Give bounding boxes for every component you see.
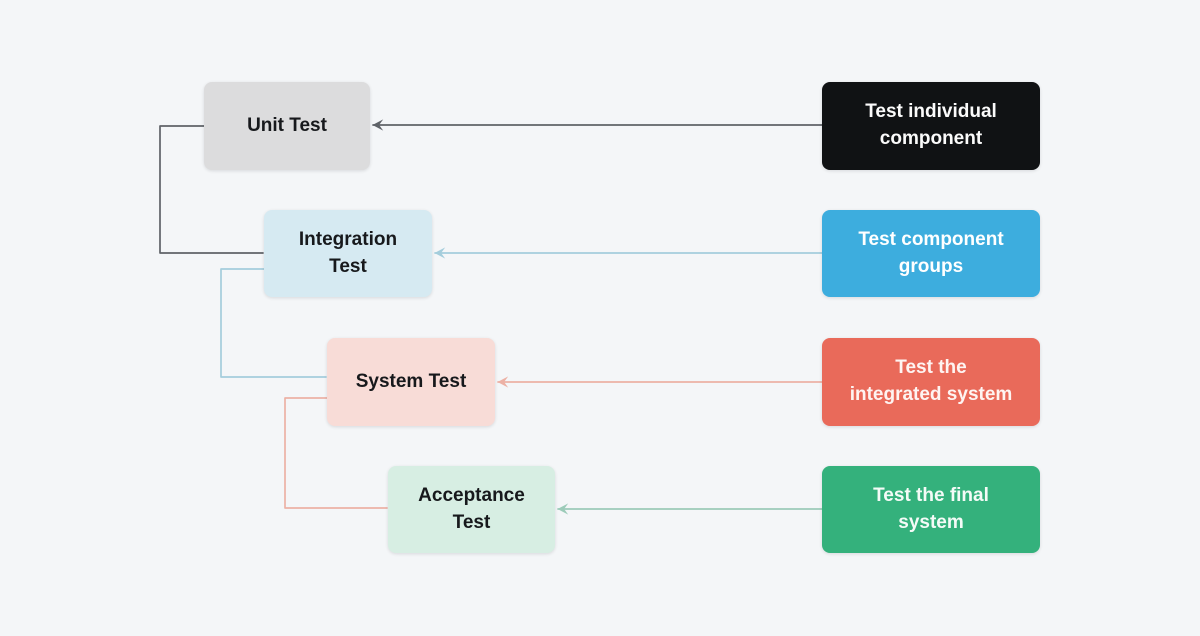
description-test-the-final-system: Test the final system — [822, 466, 1040, 553]
stage-unit-test: Unit Test — [204, 82, 370, 170]
stage-integration-test: Integration Test — [264, 210, 432, 297]
description-test-component-groups: Test component groups — [822, 210, 1040, 297]
description-test-the-integrated-system: Test the integrated system — [822, 338, 1040, 426]
description-test-individual-component: Test individual component — [822, 82, 1040, 170]
stage-acceptance-test: Acceptance Test — [388, 466, 555, 553]
stage-system-test: System Test — [327, 338, 495, 426]
